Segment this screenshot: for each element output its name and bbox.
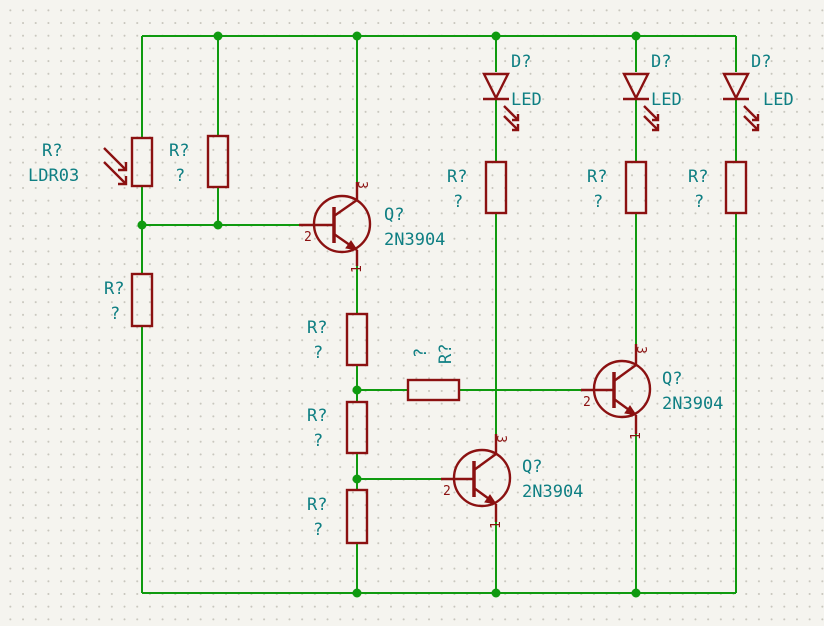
transistor-ref: Q? [522, 457, 542, 477]
pin-base: 2 [443, 484, 451, 499]
resistor-body [406, 378, 461, 402]
led-ref: D? [511, 52, 531, 72]
pin-emitter: 1 [629, 432, 644, 440]
light-arrow-icon [103, 147, 127, 171]
pin-collector: 3 [354, 181, 369, 189]
arrowhead-icon [118, 176, 128, 186]
transistor-q2[interactable]: 3 2 1 Q? 2N3904 [581, 344, 723, 440]
junction-dot [213, 220, 223, 230]
arrowhead-icon [118, 162, 128, 172]
emission-arrow-icon [652, 124, 660, 132]
transistor-q3[interactable]: 3 2 1 Q? 2N3904 [441, 434, 583, 529]
transistor-ref: Q? [662, 369, 682, 389]
pin-collector: 3 [493, 435, 508, 443]
transistor-value: 2N3904 [384, 230, 445, 250]
resistor-body [345, 400, 369, 455]
resistor-value: ? [694, 192, 704, 212]
resistor-base-q2[interactable]: R? ? [406, 344, 461, 402]
transistor-value: 2N3904 [522, 482, 583, 502]
resistor-value: ? [175, 166, 185, 186]
led-ref: D? [751, 52, 771, 72]
pin-base: 2 [583, 395, 591, 410]
led-1[interactable]: D? LED [482, 52, 542, 132]
led-2[interactable]: D? LED [622, 52, 682, 132]
resistor-ref: R? [688, 167, 708, 187]
led-ref: D? [651, 52, 671, 72]
resistor-value: ? [313, 520, 323, 540]
resistor-ref: R? [169, 141, 189, 161]
emitter-arrow-icon [624, 405, 638, 416]
pin-emitter: 1 [350, 265, 365, 273]
ldr-value: LDR03 [28, 166, 79, 186]
resistor-value: ? [110, 304, 120, 324]
pin-collector: 3 [633, 346, 648, 354]
resistor-ref: R? [104, 279, 124, 299]
resistor-body [206, 134, 230, 189]
junction-dot [137, 220, 147, 230]
junction-dot [491, 588, 501, 598]
transistor-value: 2N3904 [662, 394, 723, 414]
resistor-divider-2[interactable]: R? ? [307, 400, 369, 455]
resistor-ref: R? [307, 495, 327, 515]
resistor-body [624, 160, 648, 215]
led-value: LED [511, 90, 542, 110]
junctions [137, 31, 641, 598]
emitter-arrow-icon [484, 494, 498, 505]
resistor-body [484, 160, 508, 215]
emission-arrow-icon [512, 114, 520, 122]
junction-dot [631, 31, 641, 41]
ldr-sensor[interactable]: R? LDR03 [28, 136, 154, 188]
resistor-body [345, 488, 369, 545]
ldr-body [130, 136, 154, 188]
resistor-body [724, 160, 748, 215]
junction-dot [352, 385, 362, 395]
resistor-ref: R? [587, 167, 607, 187]
resistor-led-2[interactable]: R? ? [587, 160, 648, 215]
resistor-value: ? [593, 192, 603, 212]
junction-dot [352, 31, 362, 41]
ldr-ref: R? [42, 141, 62, 161]
resistor-ref: R? [307, 318, 327, 338]
pin-emitter: 1 [489, 521, 504, 529]
junction-dot [352, 474, 362, 484]
resistor-divider-3[interactable]: R? ? [307, 488, 369, 545]
diode-triangle-icon [722, 72, 750, 101]
pin-base: 2 [304, 230, 312, 245]
led-3[interactable]: D? LED [722, 52, 794, 132]
junction-dot [213, 31, 223, 41]
resistor-bias-bottom[interactable]: R? ? [104, 272, 154, 328]
resistor-ref: R? [447, 167, 467, 187]
resistor-value: ? [453, 192, 463, 212]
resistor-led-1[interactable]: R? ? [447, 160, 508, 215]
led-value: LED [651, 90, 682, 110]
emission-arrow-icon [752, 124, 760, 132]
transistor-ref: Q? [384, 205, 404, 225]
resistor-body [345, 312, 369, 367]
junction-dot [491, 31, 501, 41]
led-value: LED [763, 90, 794, 110]
resistor-value: ? [313, 343, 323, 363]
light-arrow-icon [103, 161, 127, 185]
junction-dot [631, 588, 641, 598]
emitter-arrow-icon [345, 240, 359, 251]
emission-arrow-icon [512, 124, 520, 132]
resistor-divider-1[interactable]: R? ? [307, 312, 369, 367]
resistor-body [130, 272, 154, 328]
wires [141, 35, 737, 594]
diode-triangle-icon [622, 72, 650, 101]
resistor-bias-top[interactable]: R? ? [169, 134, 230, 189]
emission-arrow-icon [752, 114, 760, 122]
resistor-ref: R? [436, 344, 456, 364]
transistor-q1[interactable]: 3 2 1 Q? 2N3904 [299, 181, 445, 273]
resistor-value: ? [313, 431, 323, 451]
emission-arrow-icon [652, 114, 660, 122]
resistor-ref: R? [307, 406, 327, 426]
junction-dot [352, 588, 362, 598]
diode-triangle-icon [482, 72, 510, 101]
resistor-led-3[interactable]: R? ? [688, 160, 748, 215]
resistor-value: ? [411, 348, 431, 358]
